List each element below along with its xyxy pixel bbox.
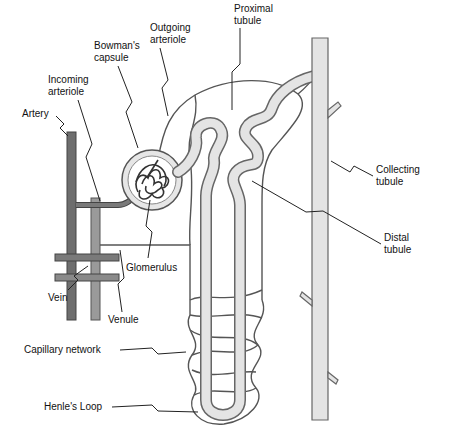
part-label: Bowman's capsule xyxy=(94,40,140,64)
part-label: Artery xyxy=(22,108,49,120)
part-label: Vein xyxy=(48,292,67,304)
part-label: Capillary network xyxy=(24,344,101,356)
part-label: Incoming arteriole xyxy=(48,74,89,98)
part-label: Venule xyxy=(108,314,139,326)
part-label: Distal tubule xyxy=(384,232,411,256)
part-label: Collecting tubule xyxy=(376,164,420,188)
part-label: Outgoing arteriole xyxy=(150,22,191,46)
part-label: Henle's Loop xyxy=(44,401,102,413)
part-label: Glomerulus xyxy=(126,262,177,274)
part-label: Proximal tubule xyxy=(234,3,273,27)
